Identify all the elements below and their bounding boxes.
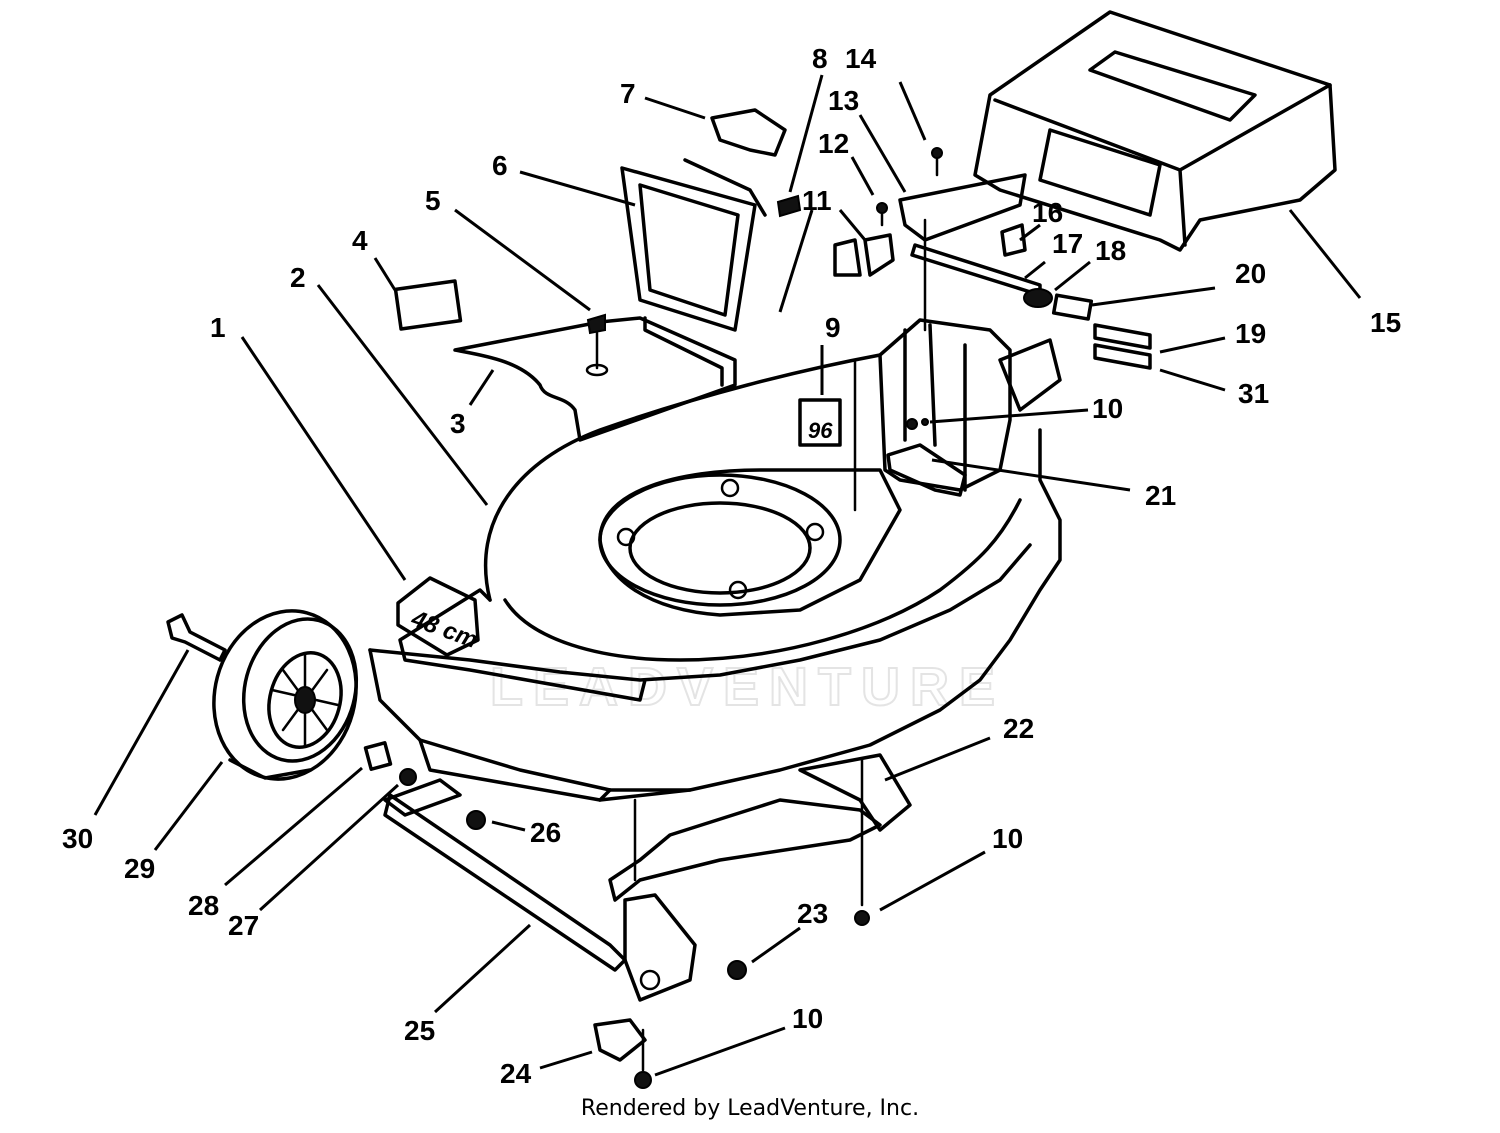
label-part-2: 2: [290, 262, 306, 293]
discharge-door: [620, 158, 767, 332]
spacer-tube: [1051, 293, 1094, 321]
label-part-4: 4: [352, 225, 368, 256]
seal-strip-19: [1093, 323, 1152, 350]
label-part-28: 28: [188, 890, 219, 921]
hinge-clip: [1000, 223, 1027, 257]
label-part-25: 25: [404, 1015, 435, 1046]
label-part-5: 5: [425, 185, 441, 216]
footer-credit: Rendered by LeadVenture, Inc.: [580, 1096, 920, 1121]
wheel-bushing: [363, 741, 393, 771]
seal-strip-31: [1093, 343, 1152, 370]
label-part-24: 24: [500, 1058, 532, 1089]
label-part-29: 29: [124, 853, 155, 884]
label-part-21: 21: [1145, 480, 1176, 511]
rear-axle: [383, 778, 697, 1002]
fasteners: [585, 147, 943, 1089]
model-year-decal: 96: [798, 398, 842, 447]
deflector-bracket: [643, 316, 724, 387]
label-part-11: 11: [802, 185, 832, 216]
assembly-lines: [633, 218, 927, 1072]
label-part-3: 3: [450, 408, 466, 439]
label-part-30: 30: [62, 823, 93, 854]
label-part-12: 12: [818, 128, 849, 159]
spring: [1023, 288, 1053, 308]
label-part-22: 22: [1003, 713, 1034, 744]
label-part-27: 27: [228, 910, 259, 941]
label-part-15: 15: [1370, 307, 1401, 338]
adjuster-bracket-rear: [798, 753, 912, 832]
part-labels: 1 2 3 4 5 6 7 8 9 10 10 10 10 11 12 13 1…: [62, 43, 1401, 1089]
label-part-14: 14: [845, 43, 877, 74]
label-part-9: 9: [825, 312, 841, 343]
plate-part-4: [393, 279, 463, 331]
axle-mount-plate: [593, 1018, 647, 1062]
leader-lines: [93, 74, 1362, 1077]
model-year-text: 96: [808, 418, 833, 443]
label-part-10-lower: 10: [792, 1003, 823, 1034]
label-part-18: 18: [1095, 235, 1126, 266]
label-part-10-right: 10: [992, 823, 1023, 854]
axle-nut: [466, 810, 486, 830]
chute-cover-piece: [898, 173, 1027, 242]
label-part-7: 7: [620, 78, 636, 109]
label-part-8: 8: [812, 43, 828, 74]
deck-size-decal: 48 cm: [396, 576, 481, 657]
handle-bracket-left: [833, 238, 862, 277]
label-part-19: 19: [1235, 318, 1266, 349]
hinge-bracket: [863, 233, 895, 277]
label-part-26: 26: [530, 817, 561, 848]
label-part-10-upper: 10: [1092, 393, 1123, 424]
label-part-16: 16: [1032, 197, 1063, 228]
height-adjuster: [608, 798, 882, 902]
wheel-bolt: [166, 613, 227, 662]
rear-hinge-bracket: [886, 443, 967, 497]
label-part-1: 1: [210, 312, 226, 343]
label-part-23: 23: [797, 898, 828, 929]
label-part-6: 6: [492, 150, 508, 181]
latch-knob: [710, 108, 787, 157]
adjuster-nut: [727, 960, 747, 980]
label-part-20: 20: [1235, 258, 1266, 289]
rear-cover: [973, 10, 1337, 252]
label-part-31: 31: [1238, 378, 1269, 409]
wheel-washer: [399, 768, 417, 786]
wheel: [212, 609, 359, 781]
deflector-plate: [453, 316, 737, 442]
label-part-13: 13: [828, 85, 859, 116]
label-part-17: 17: [1052, 228, 1083, 259]
